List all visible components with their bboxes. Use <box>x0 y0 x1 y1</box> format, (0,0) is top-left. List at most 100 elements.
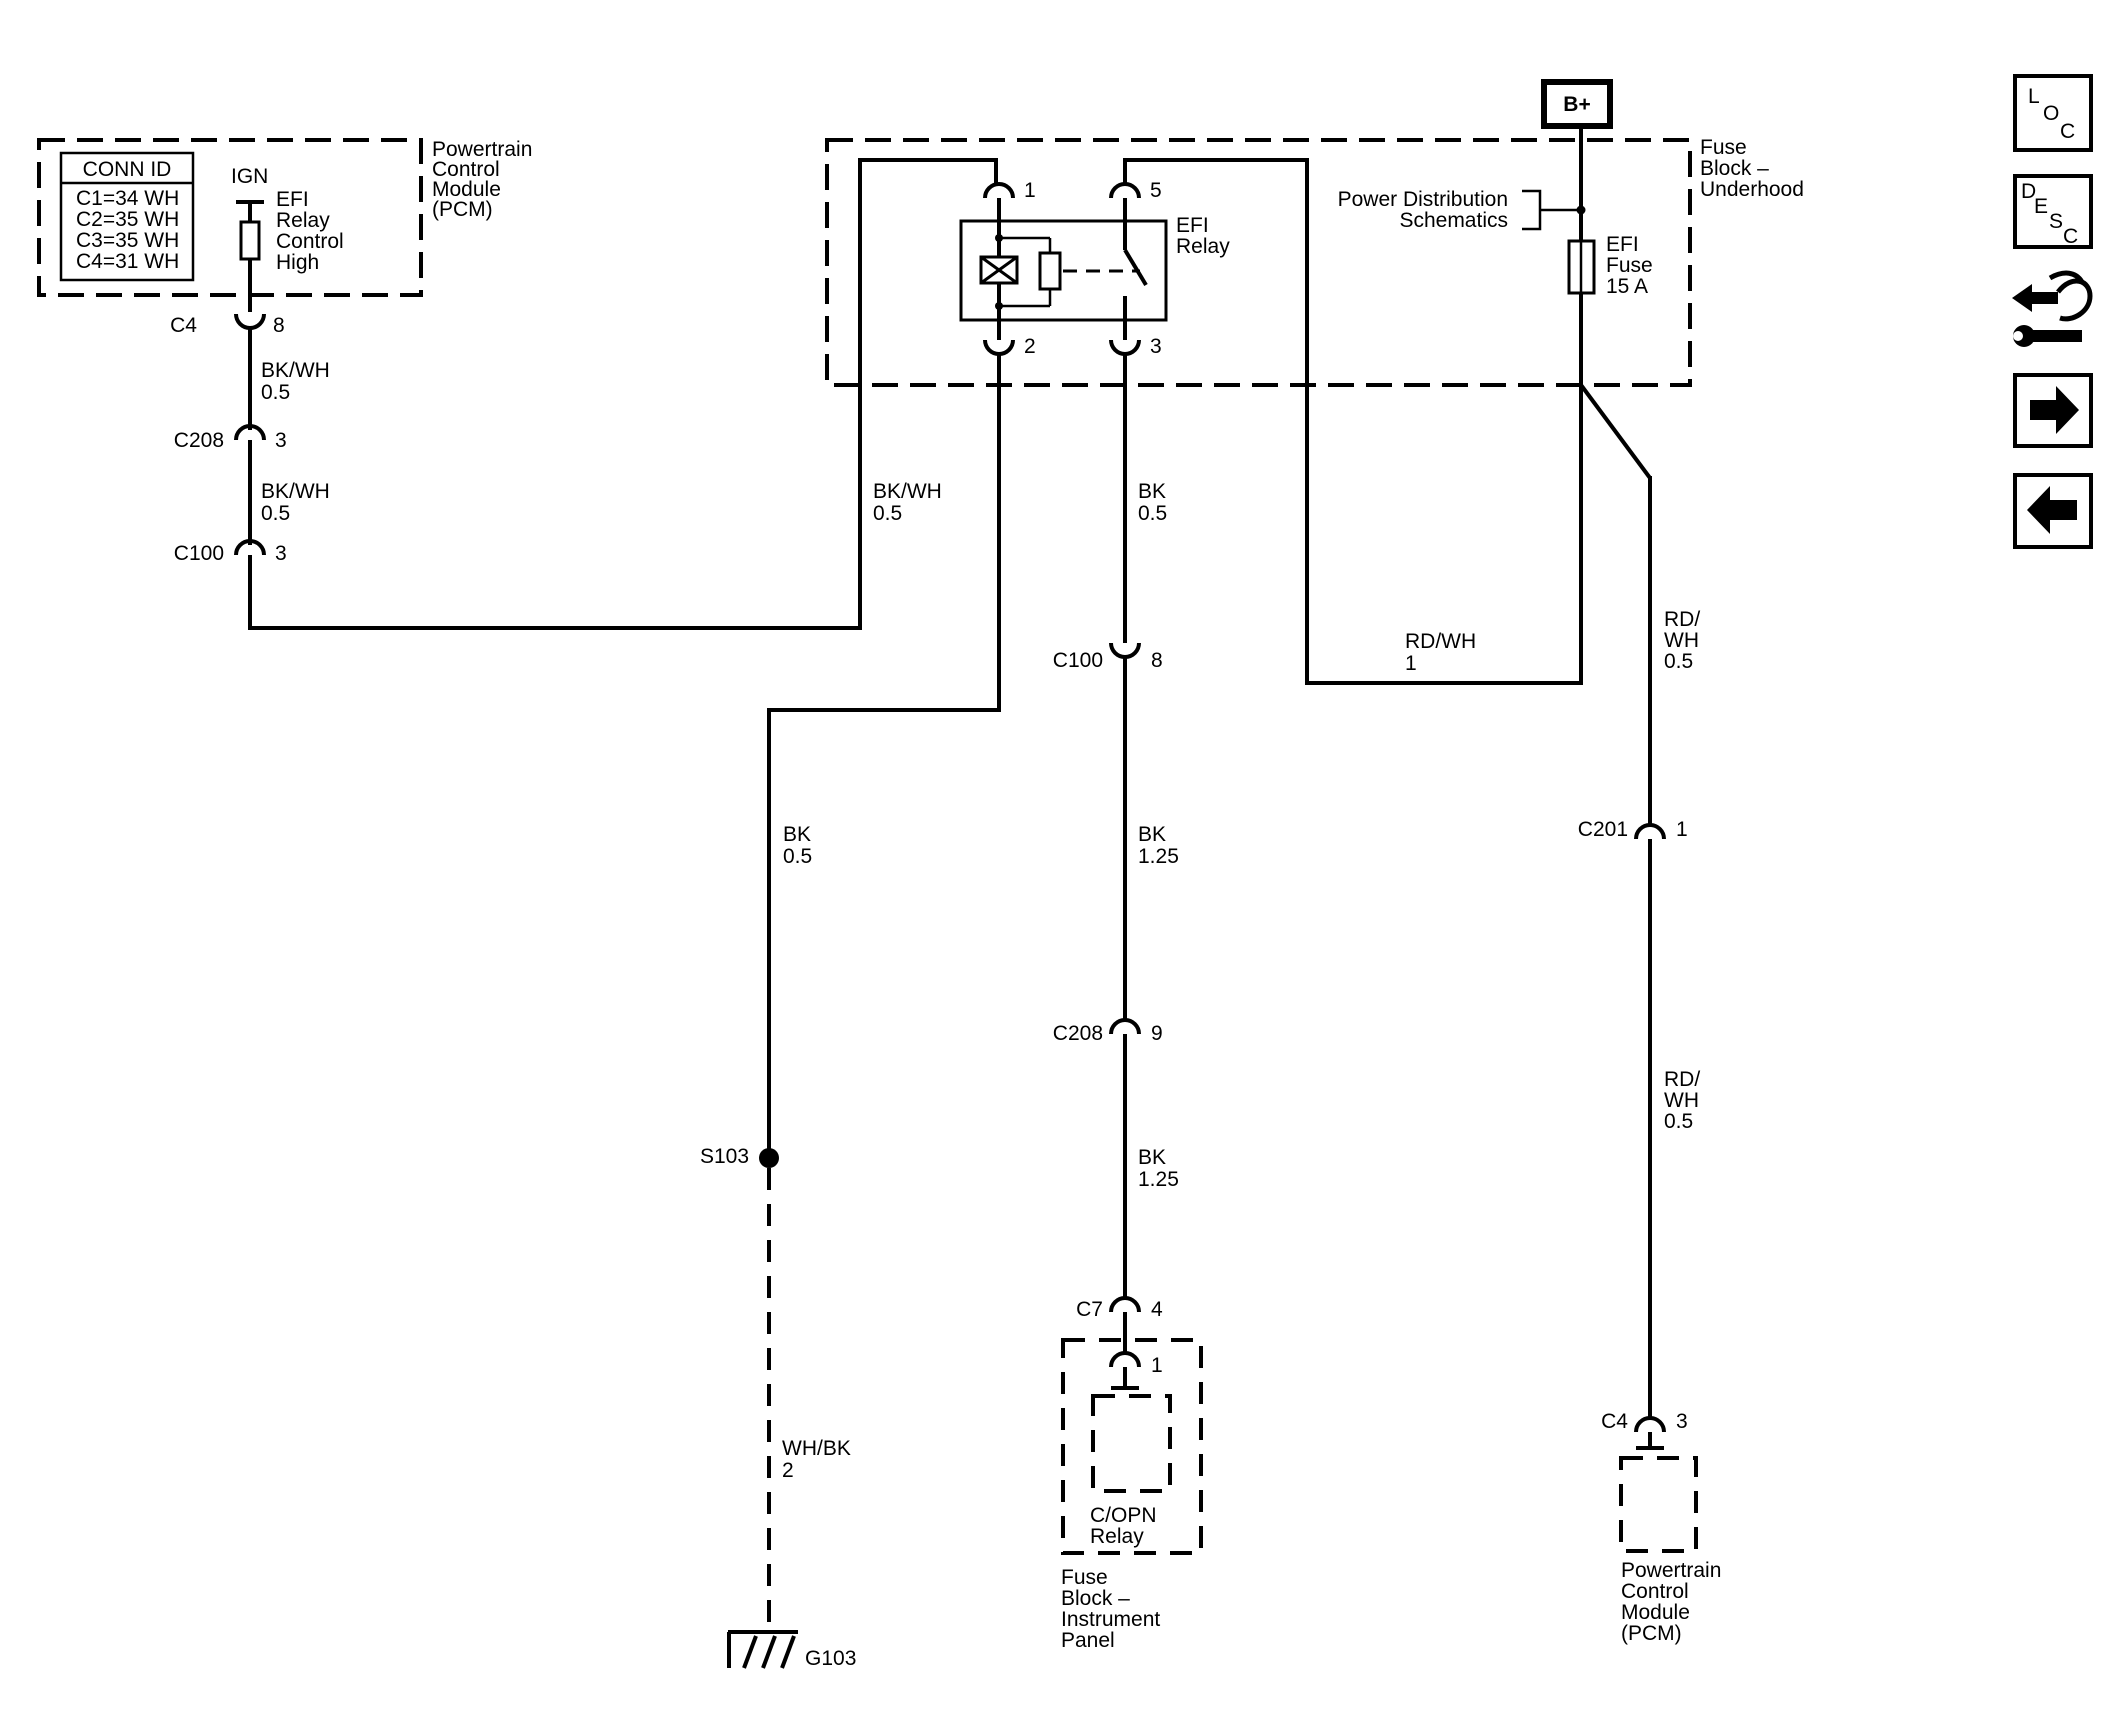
connector-wrench-button[interactable] <box>2012 270 2093 347</box>
fuse-block-ip-label-2: Block – <box>1061 1587 1130 1610</box>
c4-bottom-name: C4 <box>1601 1410 1628 1433</box>
loc-letter-o: O <box>2043 102 2059 125</box>
next-page-button[interactable] <box>2013 373 2093 448</box>
wire-10-line-1: RD/ <box>1664 1068 1700 1091</box>
fuse-name-3: 15 A <box>1606 275 1648 298</box>
c100-mid-pin: 8 <box>1151 649 1163 672</box>
c208-mid-name: C208 <box>1053 1022 1103 1045</box>
wire-5-color: BK <box>783 823 811 846</box>
pcm-top-label-2: Control <box>432 158 500 181</box>
conn-id-row-3: C3=35 WH <box>76 229 179 252</box>
wire-9-line-2: WH <box>1664 629 1699 652</box>
fuse-block-uh-label-2: Block – <box>1700 157 1769 180</box>
ground-icon <box>727 1630 798 1669</box>
c100-mid-name: C100 <box>1053 649 1103 672</box>
splice-name: S103 <box>700 1145 749 1168</box>
b-plus-label: B+ <box>1563 93 1590 116</box>
wire-10-line-3: 0.5 <box>1664 1110 1693 1133</box>
wire-2-size: 0.5 <box>261 502 290 525</box>
copn-pin-label: 1 <box>1151 1354 1163 1377</box>
b-plus-supply: B+ <box>1541 79 1613 129</box>
desc-button[interactable]: D E S C <box>2013 174 2093 249</box>
c208-mid-pin: 9 <box>1151 1022 1163 1045</box>
wire-3-color: BK/WH <box>873 480 942 503</box>
pcm-bottom-label-1: Powertrain <box>1621 1559 1721 1582</box>
copn-relay-box <box>1091 1394 1172 1493</box>
desc-letter-s: S <box>2049 210 2063 233</box>
fuse-block-uh-label-1: Fuse <box>1700 136 1747 159</box>
left-wire-path <box>234 158 998 630</box>
conn-id-table: CONN ID C1=34 WH C2=35 WH C3=35 WH C4=31… <box>59 151 195 282</box>
ign-circuit: IGN EFI Relay Control High <box>231 165 344 312</box>
wire-2-color: BK/WH <box>261 480 330 503</box>
pcm-top-label-4: (PCM) <box>432 198 493 221</box>
loc-icon <box>2013 74 2093 152</box>
connector-c4-top-symbol <box>234 313 266 330</box>
fuse-block-ip-label-3: Instrument <box>1061 1608 1160 1631</box>
pcm-top-label-3: Module <box>432 178 501 201</box>
connector-c100-mid-symbol <box>1109 642 1141 659</box>
connector-c4-bottom-symbol <box>1634 1416 1666 1433</box>
c208-left-pin: 3 <box>275 429 287 452</box>
c4-bottom-pin: 3 <box>1676 1410 1688 1433</box>
c100-left-pin: 3 <box>275 542 287 565</box>
relay-pin-5-label: 5 <box>1150 179 1162 202</box>
conn-id-row-4: C4=31 WH <box>76 250 179 273</box>
c4-top-name: C4 <box>170 314 197 337</box>
loc-letter-l: L <box>2028 85 2040 108</box>
desc-letter-e: E <box>2034 195 2048 218</box>
pcm-module-bottom: Powertrain Control Module (PCM) <box>1619 1456 1721 1645</box>
wire-7-size: 1.25 <box>1138 1168 1179 1191</box>
relay-switch-arm <box>1123 248 1148 287</box>
previous-page-button[interactable] <box>2013 473 2093 549</box>
wire-6-color: BK <box>1138 823 1166 846</box>
connector-c208-left-symbol <box>234 424 266 441</box>
ign-desc-4: High <box>276 251 319 274</box>
relay-pin-3-label: 3 <box>1150 335 1162 358</box>
relay-diode-resistor-icon <box>1038 251 1062 291</box>
relay-pin-1-label: 1 <box>1024 179 1036 202</box>
connector-c7-symbol <box>1109 1296 1141 1313</box>
c7-pin: 4 <box>1151 1298 1163 1321</box>
connector-copn-pin-symbol <box>1109 1351 1141 1368</box>
desc-letter-d: D <box>2021 180 2036 203</box>
ground-name: G103 <box>805 1647 856 1670</box>
wire-1-color: BK/WH <box>261 359 330 382</box>
arrow-right-icon <box>2030 386 2079 434</box>
power-dist-label-2: Schematics <box>1399 209 1508 232</box>
arrow-left-icon <box>2027 486 2077 534</box>
relay-pin-2-symbol <box>983 339 1015 356</box>
wire-1-size: 0.5 <box>261 381 290 404</box>
c100-left-name: C100 <box>174 542 224 565</box>
conn-id-row-1: C1=34 WH <box>76 187 179 210</box>
loc-button[interactable]: L O C <box>2013 74 2093 152</box>
ign-desc-2: Relay <box>276 209 330 232</box>
ign-resistor-icon <box>239 220 261 261</box>
wire-7-color: BK <box>1138 1146 1166 1169</box>
connector-wrench-icon <box>2012 270 2093 347</box>
pcm-bottom-label-2: Control <box>1621 1580 1689 1603</box>
efi-relay <box>959 182 1168 356</box>
c7-name: C7 <box>1076 1298 1103 1321</box>
c201-name: C201 <box>1578 818 1628 841</box>
ign-desc-3: Control <box>276 230 344 253</box>
wire-4-size: 0.5 <box>1138 502 1167 525</box>
wire-4-color: BK <box>1138 480 1166 503</box>
fuse-name-2: Fuse <box>1606 254 1653 277</box>
wire-9-line-3: 0.5 <box>1664 650 1693 673</box>
ign-label: IGN <box>231 165 268 188</box>
wire-6-size: 1.25 <box>1138 845 1179 868</box>
pcm-module-top: Powertrain Control Module (PCM) <box>37 138 532 297</box>
fuse-block-ip-label-1: Fuse <box>1061 1566 1108 1589</box>
wire-11-size: 2 <box>782 1459 794 1482</box>
power-dist-label-1: Power Distribution <box>1338 188 1508 211</box>
relay-pin-2-label: 2 <box>1024 335 1036 358</box>
fuse-block-uh-label-3: Underhood <box>1700 178 1804 201</box>
pcm-bottom-label-3: Module <box>1621 1601 1690 1624</box>
relay-name-2: Relay <box>1176 235 1230 258</box>
wire-8-color: RD/WH <box>1405 630 1476 653</box>
copn-relay-label-1: C/OPN <box>1090 1504 1157 1527</box>
connector-c208-mid-symbol <box>1109 1018 1141 1035</box>
relay-pin-3-symbol <box>1109 339 1141 356</box>
